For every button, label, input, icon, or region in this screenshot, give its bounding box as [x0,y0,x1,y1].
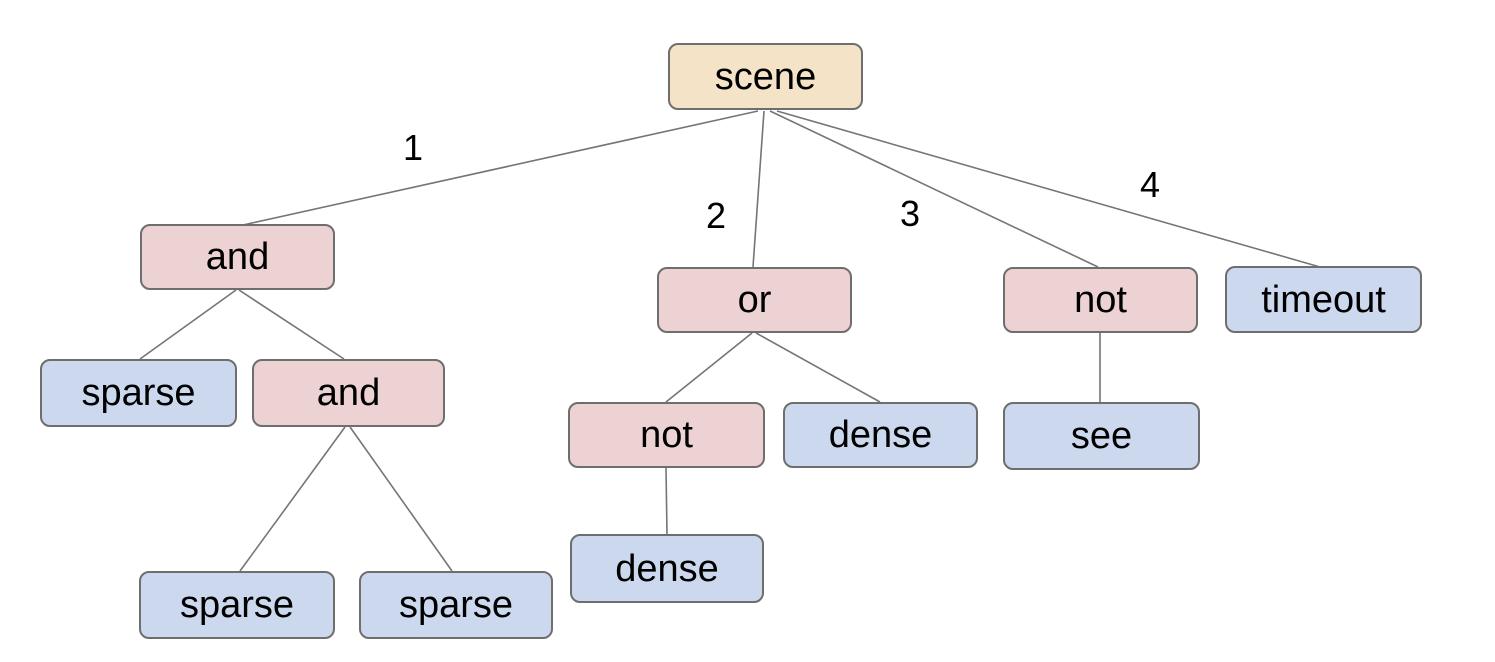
edge-scene-or [752,110,765,268]
edge-or-not [665,332,753,403]
node-timeout: timeout [1225,266,1422,333]
edge-not2-dense2 [665,467,668,535]
node-see: see [1003,402,1200,470]
edge-scene-timeout [776,110,1321,268]
edge-scene-and [242,110,759,226]
node-or: or [657,267,852,333]
edge-or-dense [755,332,881,403]
edge-label-2: 2 [706,195,726,236]
node-sparse-2: sparse [139,571,335,639]
edge-label-3: 3 [900,193,920,234]
edge-scene-not [769,110,1099,268]
edge-and-and [238,289,345,360]
node-scene: scene [668,43,863,110]
edge-label-4: 4 [1140,164,1160,205]
node-dense-1: dense [783,402,978,468]
edge-and2-sparse2 [239,426,346,572]
edge-label-1: 1 [403,127,423,168]
node-and-1: and [140,224,335,290]
node-and-2: and [252,359,445,427]
node-sparse-1: sparse [40,359,237,427]
edge-and-sparse [139,289,237,360]
node-not-1: not [1003,267,1198,333]
node-sparse-3: sparse [359,571,553,639]
edge-and2-sparse3 [349,426,453,572]
node-dense-2: dense [570,534,764,603]
node-not-2: not [568,402,765,468]
